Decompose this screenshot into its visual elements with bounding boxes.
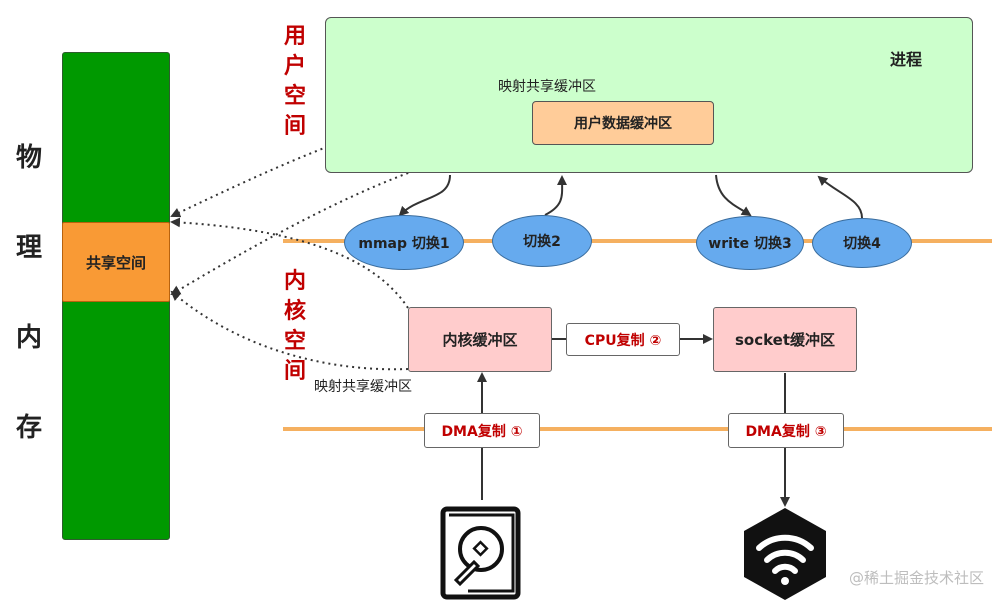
physical-memory-char: 理	[15, 233, 42, 263]
process-box	[325, 17, 973, 173]
map-shared-buffer-label-top: 映射共享缓冲区	[498, 79, 596, 95]
switch-arrow-2	[544, 175, 568, 216]
switch-1-label: mmap 切换1	[358, 235, 450, 252]
kernel-space-char: 核	[283, 299, 306, 324]
switch-arrow-4	[817, 175, 863, 219]
socket-buffer: socket缓冲区	[713, 307, 857, 372]
user-space-label: 用 户 空 间	[282, 22, 308, 142]
switch-3-label: write 切换3	[708, 236, 792, 252]
kernel-buffer-label: 内核缓冲区	[442, 331, 518, 349]
cpu-copy-text: CPU复制 ②	[584, 332, 662, 349]
hard-disk-icon	[440, 506, 521, 600]
dma-copy-disk-label: DMA复制 ①	[424, 413, 540, 448]
cpu-copy-label: CPU复制 ②	[566, 323, 680, 356]
kernel-space-char: 空	[283, 329, 306, 354]
user-space-char: 间	[283, 114, 306, 139]
switch-4: 切换4	[812, 218, 912, 268]
kernel-space-char: 间	[283, 359, 306, 384]
wifi-icon	[744, 508, 826, 600]
switch-3: write 切换3	[696, 216, 804, 270]
shared-space-label: 共享空间	[85, 253, 146, 272]
user-space-char: 空	[283, 84, 306, 109]
kernel-space-char: 内	[283, 269, 306, 294]
user-data-buffer-label: 用户数据缓冲区	[574, 116, 672, 132]
shared-space-block: 共享空间	[62, 222, 170, 302]
dma-copy-disk-text: DMA复制 ①	[441, 423, 523, 440]
socket-buffer-label: socket缓冲区	[734, 331, 836, 349]
user-data-buffer: 用户数据缓冲区	[532, 101, 714, 145]
switch-1: mmap 切换1	[344, 215, 464, 270]
switch-4-label: 切换4	[843, 236, 881, 252]
user-space-char: 用	[283, 24, 306, 49]
physical-memory-char: 内	[15, 323, 42, 353]
map-arrow-kernel-bottom	[170, 290, 409, 371]
map-shared-buffer-label-bottom: 映射共享缓冲区	[314, 379, 412, 395]
kernel-buffer: 内核缓冲区	[408, 307, 552, 372]
watermark: @稀土掘金技术社区	[848, 569, 984, 587]
switch-2-label: 切换2	[523, 234, 561, 250]
dma-copy-net-label: DMA复制 ③	[728, 413, 844, 448]
user-space-char: 户	[283, 54, 306, 79]
physical-memory-char: 存	[15, 413, 42, 443]
kernel-space-label: 内 核 空 间	[282, 267, 308, 387]
switch-arrow-3	[715, 174, 752, 217]
switch-arrow-1	[398, 174, 451, 217]
process-title: 进程	[890, 50, 923, 69]
physical-memory-label: 物 理 内 存	[14, 113, 44, 473]
dma-copy-net-text: DMA复制 ③	[745, 423, 827, 440]
physical-memory-char: 物	[15, 143, 42, 173]
switch-2: 切换2	[492, 215, 592, 267]
